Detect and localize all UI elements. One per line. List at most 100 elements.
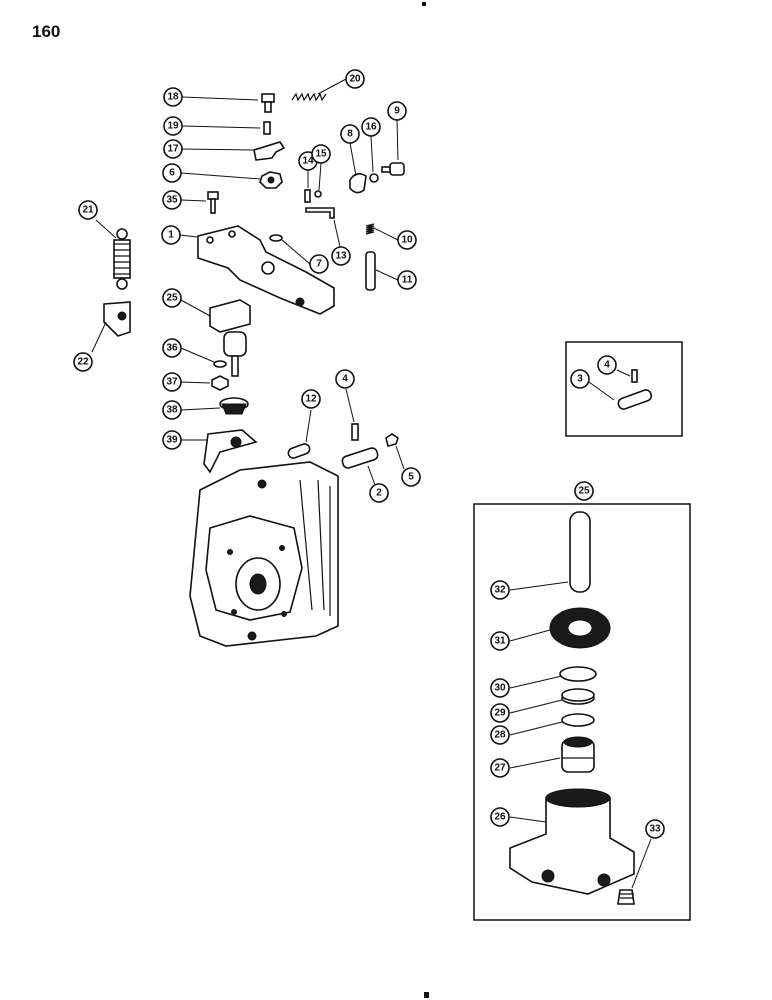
svg-text:3: 3 [577, 374, 583, 385]
svg-text:11: 11 [402, 275, 413, 286]
svg-text:2: 2 [376, 488, 382, 499]
callout-2: 2 [369, 483, 389, 503]
part-fitting-5 [385, 433, 399, 447]
part-bolt-9 [381, 162, 405, 176]
svg-text:4: 4 [604, 360, 610, 371]
svg-text:1: 1 [168, 230, 174, 241]
callout-17: 17 [163, 139, 183, 159]
part-bracket-22 [103, 301, 131, 337]
callout-7: 7 [309, 254, 329, 274]
part-washer-15 [314, 190, 322, 198]
detail-part-pin-32 [569, 511, 591, 593]
part-spring-21 [113, 228, 131, 290]
callout-11: 11 [397, 270, 417, 290]
part-nut-6 [259, 171, 283, 189]
detail-callout-30: 30 [490, 678, 510, 698]
svg-text:32: 32 [494, 585, 506, 596]
svg-text:39: 39 [166, 435, 178, 446]
callout-36: 36 [162, 338, 182, 358]
part-snap-ring-7 [269, 234, 283, 242]
callout-12: 12 [301, 389, 321, 409]
detail-part-bushing-27 [561, 736, 595, 773]
callout-22: 22 [73, 352, 93, 372]
part-arm-1 [197, 225, 335, 315]
detail-callout-25: 25 [574, 481, 594, 501]
detail-callout-31: 31 [490, 631, 510, 651]
callout-37: 37 [162, 372, 182, 392]
detail-callout-32: 32 [490, 580, 510, 600]
callout-15: 15 [311, 144, 331, 164]
part-pin-19 [263, 121, 271, 135]
part-plate-39 [203, 429, 258, 474]
part-clip-17 [253, 141, 286, 161]
svg-text:28: 28 [494, 730, 506, 741]
detail-callout-28: 28 [490, 725, 510, 745]
part-housing [189, 461, 339, 647]
part-pin-12 [287, 443, 311, 459]
svg-text:31: 31 [494, 636, 506, 647]
detail-part-o-ring-28 [561, 713, 595, 727]
inset-callout-4: 4 [597, 355, 617, 375]
part-roll-pin-4 [351, 423, 359, 441]
callout-1: 1 [161, 225, 181, 245]
callout-8: 8 [340, 124, 360, 144]
svg-text:16: 16 [365, 122, 377, 133]
callout-5: 5 [401, 467, 421, 487]
svg-text:12: 12 [305, 394, 317, 405]
detail-part-ring-29 [561, 688, 595, 705]
detail-callout-27: 27 [490, 758, 510, 778]
inset-part-pin-3 [617, 389, 653, 410]
detail-callout-26: 26 [490, 807, 510, 827]
detail-part-boot-31 [549, 607, 611, 649]
part-ring-36 [213, 360, 227, 368]
detail-part-body-26 [509, 788, 635, 895]
svg-text:5: 5 [408, 472, 414, 483]
part-pin-11 [365, 251, 376, 291]
callout-9: 9 [387, 101, 407, 121]
svg-text:26: 26 [494, 812, 506, 823]
svg-text:22: 22 [77, 357, 89, 368]
detail-callout-29: 29 [490, 703, 510, 723]
svg-text:9: 9 [394, 106, 400, 117]
svg-text:6: 6 [169, 168, 175, 179]
callout-38: 38 [162, 400, 182, 420]
detail-callout-33: 33 [645, 819, 665, 839]
svg-text:36: 36 [166, 343, 178, 354]
svg-text:14: 14 [302, 156, 314, 167]
svg-text:15: 15 [315, 149, 327, 160]
callout-18: 18 [163, 87, 183, 107]
part-bolt-35 [207, 191, 219, 214]
part-spring-20 [291, 92, 327, 102]
inset-callout-3: 3 [570, 369, 590, 389]
svg-text:21: 21 [82, 205, 94, 216]
svg-text:17: 17 [167, 144, 179, 155]
part-shaft-2 [341, 447, 379, 469]
svg-text:19: 19 [167, 121, 179, 132]
svg-text:18: 18 [167, 92, 179, 103]
part-lever-8 [349, 172, 367, 194]
callout-19: 19 [163, 116, 183, 136]
part-pin-14 [304, 189, 311, 203]
page-number: 160 [32, 22, 61, 41]
svg-text:38: 38 [166, 405, 178, 416]
part-washer-16 [369, 173, 379, 183]
callout-39: 39 [162, 430, 182, 450]
svg-text:33: 33 [649, 824, 661, 835]
detail-part-snap-ring-30 [559, 666, 597, 682]
callout-35: 35 [162, 190, 182, 210]
callout-25: 25 [162, 288, 182, 308]
callout-16: 16 [361, 117, 381, 137]
svg-text:20: 20 [349, 74, 361, 85]
svg-text:29: 29 [494, 708, 506, 719]
svg-text:37: 37 [166, 377, 178, 388]
svg-text:30: 30 [494, 683, 506, 694]
callout-10: 10 [397, 230, 417, 250]
part-bolt-18 [261, 93, 275, 113]
registration-mark-bottom [424, 992, 429, 998]
svg-text:35: 35 [166, 195, 178, 206]
inset-part-roll-pin-4 [631, 369, 638, 383]
part-rod-13 [305, 207, 335, 219]
svg-text:4: 4 [342, 374, 348, 385]
callout-21: 21 [78, 200, 98, 220]
